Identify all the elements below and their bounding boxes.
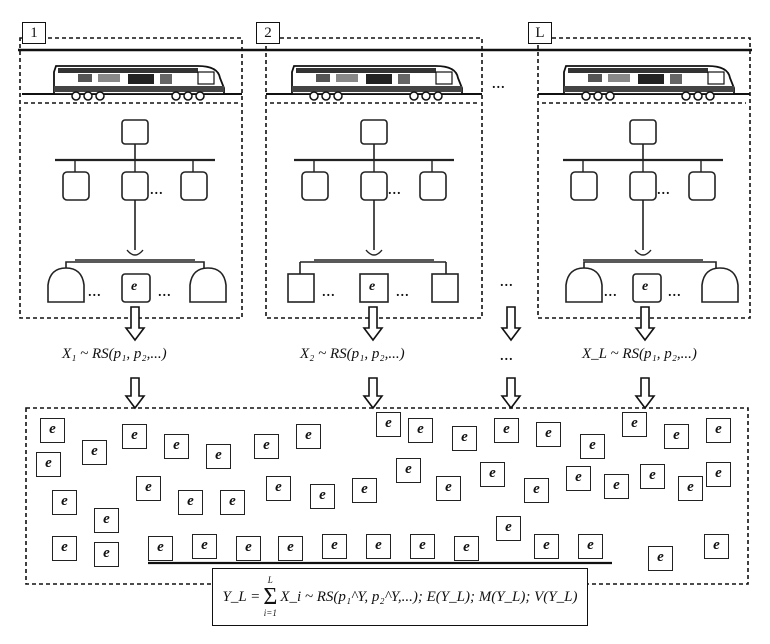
arrows-upper — [124, 306, 656, 342]
tree-2 — [292, 118, 456, 262]
sum-operator: L Σ i=1 — [263, 576, 277, 618]
pool-element-box: e — [178, 490, 203, 515]
arrows-lower — [124, 377, 656, 410]
pool-element-box: e — [496, 516, 521, 541]
tree-2-leaf-e: e — [369, 279, 376, 294]
tree-1-leaf-ellipsis-right: ... — [158, 280, 172, 300]
arrow-down-La — [634, 306, 656, 342]
segment-number-L: L — [528, 22, 552, 44]
pool-element-box: e — [206, 444, 231, 469]
aggregate-formula-box: Y_L = L Σ i=1 X_i ~ RS(p₁^Y, p₂^Y,...); … — [212, 568, 588, 626]
pool-element-box: e — [640, 464, 665, 489]
pool-element-box: e — [352, 478, 377, 503]
locomotive-1 — [53, 65, 225, 101]
arrow-down-dotsa — [500, 306, 522, 342]
pool-element-box: e — [678, 476, 703, 501]
pool-element-box: e — [454, 536, 479, 561]
tree-L-leaf-ellipsis-right: ... — [668, 280, 682, 300]
pool-element-box: e — [706, 462, 731, 487]
pool-element-box: e — [322, 534, 347, 559]
segment-number-1: 1 — [22, 22, 46, 44]
pool-element-box: e — [122, 424, 147, 449]
pool-element-box: e — [480, 462, 505, 487]
pool-element-box: e — [704, 534, 729, 559]
formula-lhs: Y_L = — [222, 588, 261, 605]
pool-element-box: e — [266, 476, 291, 501]
pool-element-box: e — [524, 478, 549, 503]
arrow-down-2a — [362, 306, 384, 342]
locomotive-2 — [291, 65, 463, 101]
pool-element-box: e — [220, 490, 245, 515]
pool-element-box: e — [536, 422, 561, 447]
pool-element-box: e — [648, 546, 673, 571]
sigma-symbol: Σ — [263, 584, 278, 610]
pool-element-box: e — [566, 466, 591, 491]
distribution-ellipsis: ... — [500, 344, 514, 364]
element-pool-frame — [25, 407, 749, 585]
segments-ellipsis: ... — [492, 72, 506, 92]
pool-element-box: e — [254, 434, 279, 459]
tree-L-mid-ellipsis: ... — [657, 178, 671, 198]
pool-element-box: e — [82, 440, 107, 465]
tree-1-leaf-ellipsis-left: ... — [88, 280, 102, 300]
leaf-row-1 — [47, 261, 227, 303]
tree-2-mid-ellipsis: ... — [388, 178, 402, 198]
pool-element-box: e — [452, 426, 477, 451]
pool-element-box: e — [580, 434, 605, 459]
pool-element-box: e — [410, 534, 435, 559]
tree-1-mid-ellipsis: ... — [150, 178, 164, 198]
leaf-row-2 — [287, 261, 459, 303]
tree-1-leaf-e: e — [131, 279, 138, 294]
distribution-label-2: X₂ ~ RS(p₁, p₂,...) — [300, 346, 405, 362]
pool-element-box: e — [296, 424, 321, 449]
sum-lower-limit: i=1 — [263, 608, 277, 618]
distribution-label-L: X_L ~ RS(p₁, p₂,...) — [582, 346, 697, 362]
arrow-down-1a — [124, 306, 146, 342]
pool-element-box: e — [36, 452, 61, 477]
pool-element-box: e — [604, 474, 629, 499]
pool-element-box: e — [164, 434, 189, 459]
tree-2-leaf-ellipsis-right: ... — [396, 280, 410, 300]
pool-element-box: e — [578, 534, 603, 559]
pool-element-box: e — [664, 424, 689, 449]
sum-upper-limit: L — [267, 575, 273, 585]
pool-element-box: e — [192, 534, 217, 559]
pool-element-box: e — [436, 476, 461, 501]
tree-L — [561, 118, 725, 262]
leaf-row-L — [565, 261, 739, 303]
distribution-label-1: X₁ ~ RS(p₁, p₂,...) — [62, 346, 167, 362]
pool-element-box: e — [148, 536, 173, 561]
pool-element-box: e — [310, 484, 335, 509]
segments-leaf-ellipsis: ... — [500, 270, 514, 290]
pool-element-box: e — [94, 508, 119, 533]
tree-L-leaf-e: e — [642, 279, 649, 294]
arrow-down-Lb — [634, 377, 656, 410]
pool-element-box: e — [52, 490, 77, 515]
pool-element-box: e — [408, 418, 433, 443]
arrow-down-1b — [124, 377, 146, 410]
tree-L-leaf-ellipsis-left: ... — [604, 280, 618, 300]
pool-element-box: e — [376, 412, 401, 437]
pool-element-box: e — [366, 534, 391, 559]
segment-number-2: 2 — [256, 22, 280, 44]
arrow-down-2b — [362, 377, 384, 410]
locomotive-L — [563, 65, 735, 101]
arrow-down-dotsb — [500, 377, 522, 410]
pool-element-box: e — [40, 418, 65, 443]
pool-element-box: e — [494, 418, 519, 443]
pool-element-box: e — [396, 458, 421, 483]
pool-element-box: e — [622, 412, 647, 437]
pool-element-box: e — [94, 542, 119, 567]
formula-rhs: X_i ~ RS(p₁^Y, p₂^Y,...); E(Y_L); M(Y_L)… — [280, 588, 578, 605]
pool-element-box: e — [52, 536, 77, 561]
pool-element-box: e — [236, 536, 261, 561]
pool-element-box: e — [136, 476, 161, 501]
tree-2-leaf-ellipsis-left: ... — [322, 280, 336, 300]
tree-1 — [53, 118, 217, 262]
pool-element-box: e — [706, 418, 731, 443]
pool-element-box: e — [534, 534, 559, 559]
pool-element-box: e — [278, 536, 303, 561]
